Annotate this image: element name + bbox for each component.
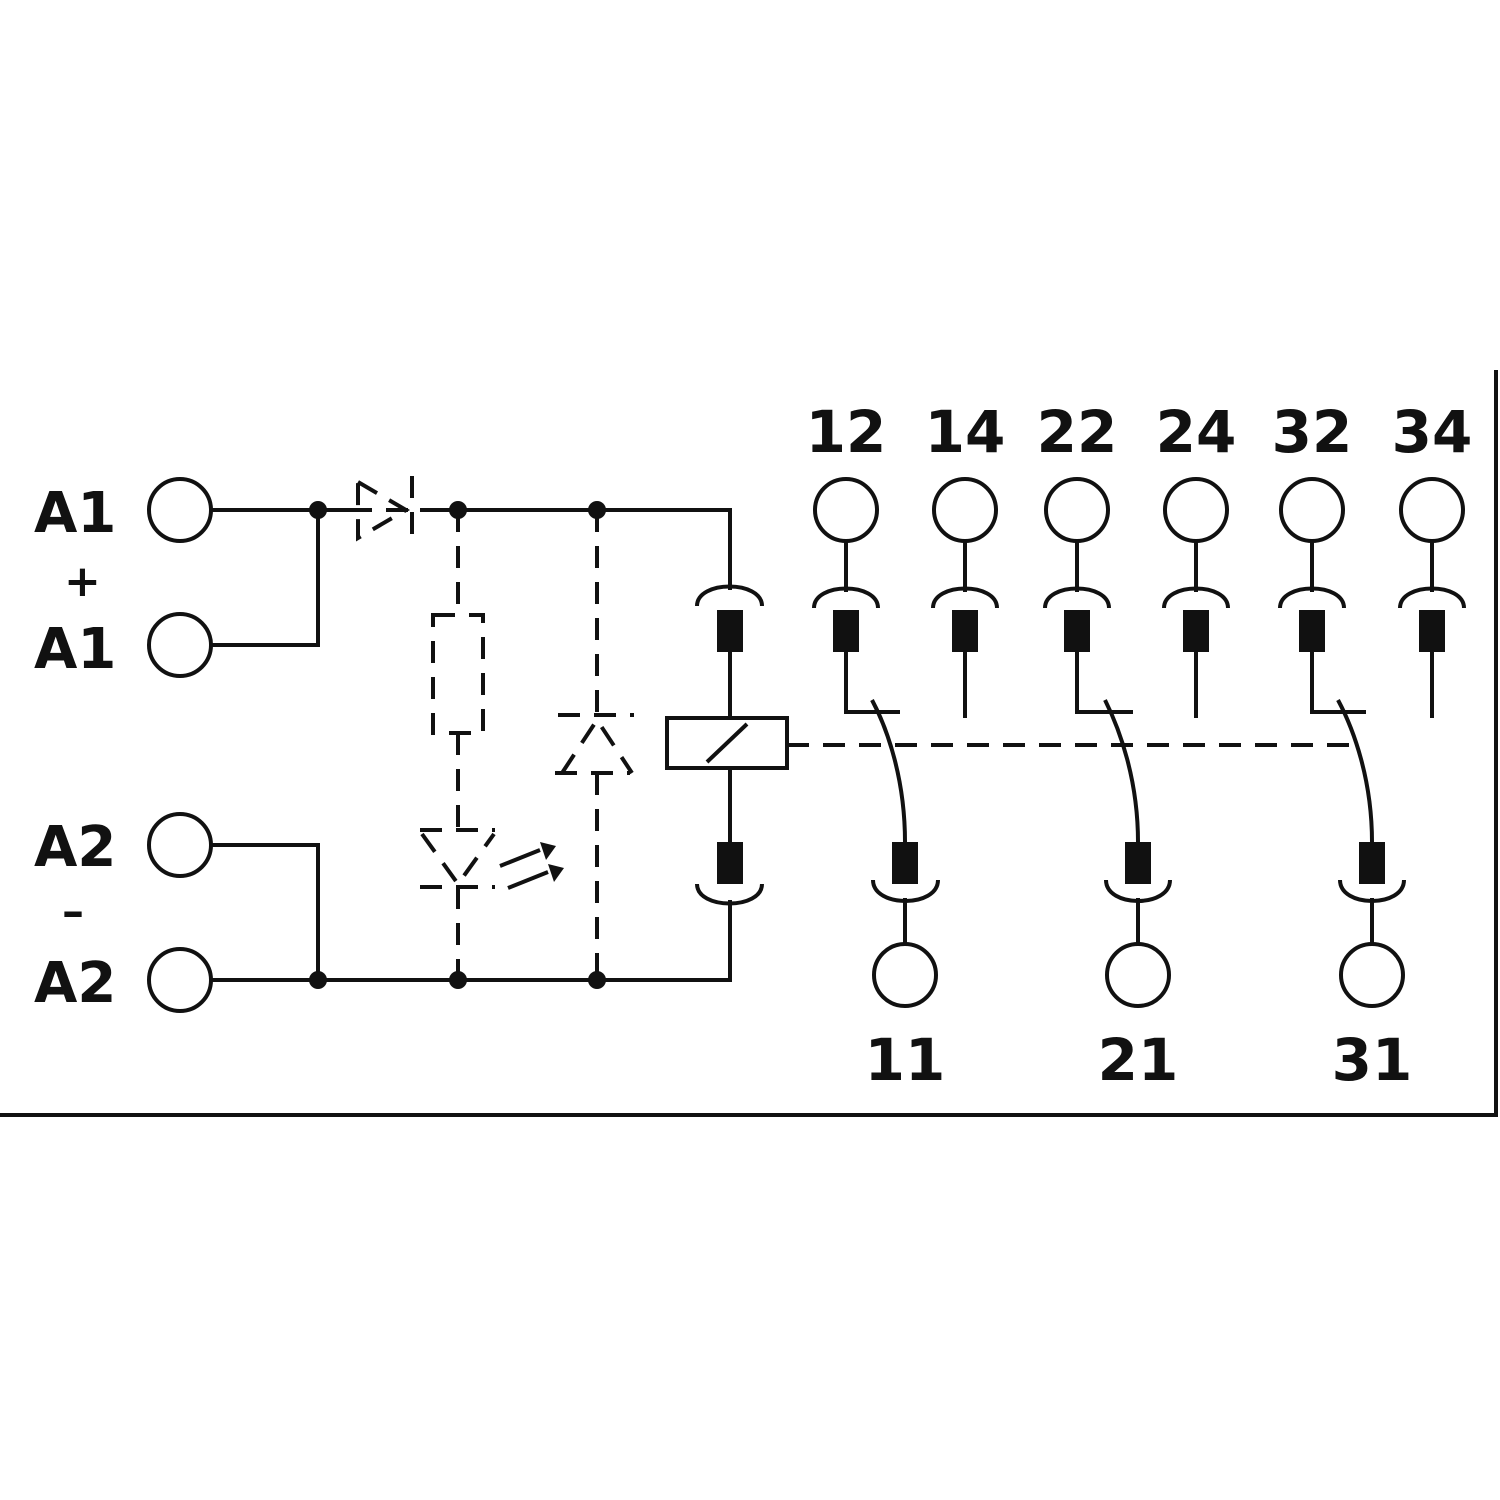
terminal-a2 [147,947,213,1013]
terminal-label-a2: A2 [34,951,116,1016]
led-branch [420,510,496,980]
terminal-label-11: 11 [865,1026,946,1094]
terminal-label-a1: A1 [34,617,116,682]
supply-wiring [211,508,732,982]
terminal-24 [1163,477,1229,543]
terminal-31 [1339,942,1405,1008]
terminal-label-14: 14 [925,398,1006,466]
diagram-frame [0,370,1498,1117]
terminal-11 [872,942,938,1008]
terminal-label-21: 21 [1098,1026,1179,1094]
terminal-label-a2-minus: A2 [34,815,116,880]
terminal-21 [1105,942,1171,1008]
minus-sign: – [62,886,84,937]
terminal-34 [1399,477,1465,543]
terminal-label-12: 12 [806,398,887,466]
led-light-arrows-icon [499,842,564,890]
terminal-14 [932,477,998,543]
contact-group-1 [812,477,999,1008]
contact-group-2 [1043,477,1230,1008]
relay-coil-icon [665,575,789,915]
terminal-label-31: 31 [1332,1026,1413,1094]
terminal-label-24: 24 [1156,398,1237,466]
plus-sign: + [64,556,101,607]
terminal-a1-plus [147,477,213,543]
terminal-label-32: 32 [1272,398,1353,466]
contact-group-3 [1278,477,1466,1008]
terminal-label-34: 34 [1392,398,1473,466]
terminal-label-22: 22 [1037,398,1118,466]
terminal-a2-minus [147,812,213,878]
terminal-label-a1-plus: A1 [34,481,116,546]
protection-diode-icon [350,476,420,545]
terminal-22 [1044,477,1110,543]
freewheel-diode-icon [555,510,634,980]
terminal-12 [813,477,879,543]
terminal-a1 [147,612,213,678]
terminal-32 [1279,477,1345,543]
